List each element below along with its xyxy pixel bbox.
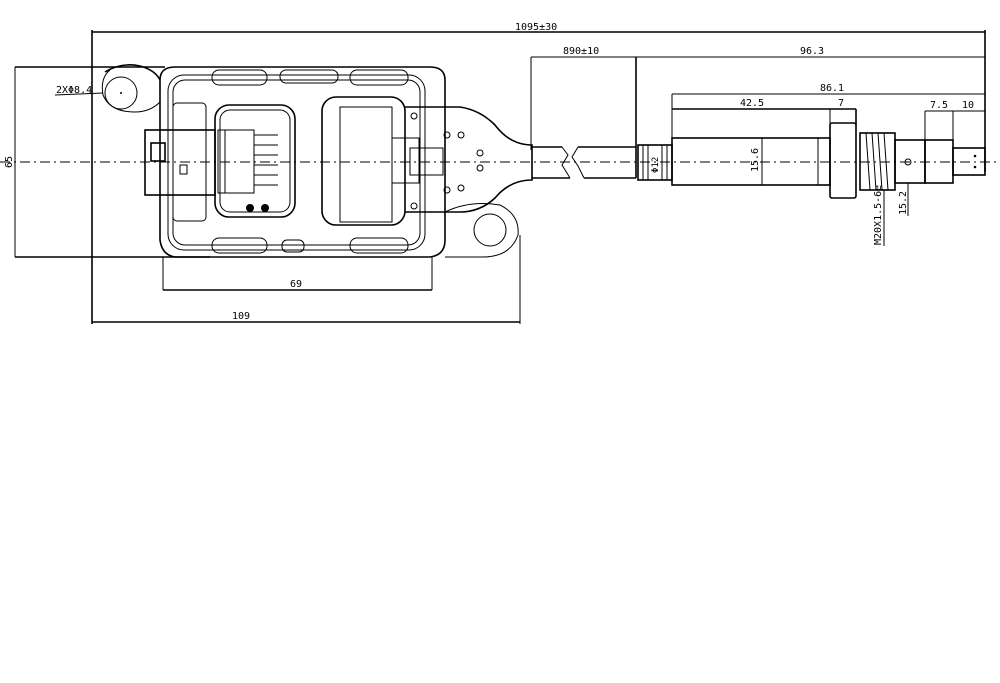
dimension-labels: 1095±30 890±10 96.3 86.1 42.5 7 7.5 10 1… (4, 22, 974, 322)
dim-mount-holes: 2XΦ8.4 (56, 85, 92, 96)
dim-probe-body-length: 86.1 (820, 83, 844, 94)
control-unit-housing (101, 64, 533, 258)
dim-tip-step: 7.5 (930, 100, 948, 111)
dim-cable-length: 890±10 (563, 46, 599, 57)
dim-housing-width: 69 (290, 279, 302, 290)
dim-tip-diameter: 15.2 (898, 191, 909, 215)
mount-hole-left (104, 76, 138, 110)
dim-tip-length: 10 (962, 100, 974, 111)
dim-housing-height: 65 (4, 156, 15, 168)
dim-thread: M20X1.5-6e (873, 185, 884, 245)
cable (532, 146, 636, 179)
dim-body-length: 42.5 (740, 98, 764, 109)
hex-nut (829, 122, 857, 199)
dim-body-diameter: 15.6 (750, 148, 761, 172)
dim-hex-width: 7 (838, 98, 844, 109)
dim-mount-span: 109 (232, 311, 250, 322)
dim-ferrule-diameter: Φ12 (651, 157, 661, 173)
sensor-probe (671, 122, 986, 199)
mount-hole-right (473, 213, 507, 247)
dim-overall-length: 1095±30 (515, 22, 557, 33)
dim-probe-length: 96.3 (800, 46, 824, 57)
